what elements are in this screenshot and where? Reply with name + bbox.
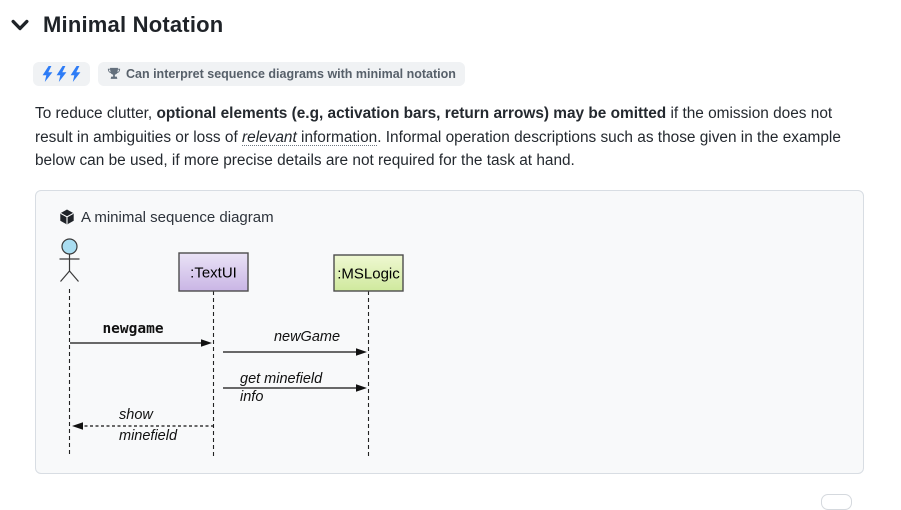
bolt-icon bbox=[56, 66, 67, 82]
package-icon bbox=[60, 209, 74, 225]
trophy-icon bbox=[107, 67, 121, 79]
skill-badge-label: Can interpret sequence diagrams with min… bbox=[126, 66, 456, 81]
message-newGame-label: newGame bbox=[274, 329, 340, 345]
badge-row: Can interpret sequence diagrams with min… bbox=[33, 62, 901, 86]
intro-rest: . Informal operation descriptions such a… bbox=[35, 128, 841, 170]
intro-bold: optional elements (e.g, activation bars,… bbox=[156, 105, 667, 122]
intro-lead: To reduce clutter, bbox=[35, 105, 157, 122]
message-show-minefield-label-line1: show bbox=[119, 407, 154, 423]
intro-after-bold: if the omission does not result in ambig… bbox=[35, 105, 833, 146]
message-newgame: newgame bbox=[70, 321, 212, 347]
participant-textui: :TextUI bbox=[178, 251, 249, 292]
example-card: A minimal sequence diagram bbox=[35, 189, 864, 474]
message-get-minefield-info: get minefield info bbox=[223, 371, 367, 405]
message-show-minefield-label-line2: minefield bbox=[119, 428, 178, 444]
intro-paragraph: To reduce clutter, optional elements (e.… bbox=[35, 102, 865, 173]
participant-mslogic-label: :MSLogic bbox=[337, 265, 400, 282]
example-caption: A minimal sequence diagram bbox=[36, 191, 863, 229]
lightning-bolts-icon bbox=[42, 66, 81, 82]
actor-stick-figure bbox=[59, 237, 80, 282]
message-get-minefield-label-line1: get minefield bbox=[240, 371, 323, 387]
sequence-diagram: :TextUI :MSLogic newgame newGame get min… bbox=[59, 237, 404, 456]
chevron-down-icon[interactable] bbox=[10, 17, 30, 33]
example-caption-text: A minimal sequence diagram bbox=[81, 208, 274, 226]
bolt-icon bbox=[42, 66, 53, 82]
message-newgame-label: newgame bbox=[102, 321, 163, 337]
section-header: Minimal Notation bbox=[0, 0, 901, 38]
participant-mslogic: :MSLogic bbox=[333, 253, 404, 292]
difficulty-badge bbox=[33, 62, 90, 86]
message-get-minefield-label-line2: info bbox=[240, 389, 263, 405]
bolt-icon bbox=[70, 66, 81, 82]
skill-badge: Can interpret sequence diagrams with min… bbox=[98, 62, 465, 86]
message-newGame: newGame bbox=[223, 329, 367, 356]
intro-term: relevant information bbox=[242, 128, 378, 146]
chevron-down-glyph bbox=[11, 19, 29, 30]
participant-textui-label: :TextUI bbox=[190, 264, 237, 281]
page-title: Minimal Notation bbox=[43, 12, 224, 37]
partial-button[interactable] bbox=[821, 494, 852, 510]
message-show-minefield: show minefield bbox=[72, 407, 214, 444]
